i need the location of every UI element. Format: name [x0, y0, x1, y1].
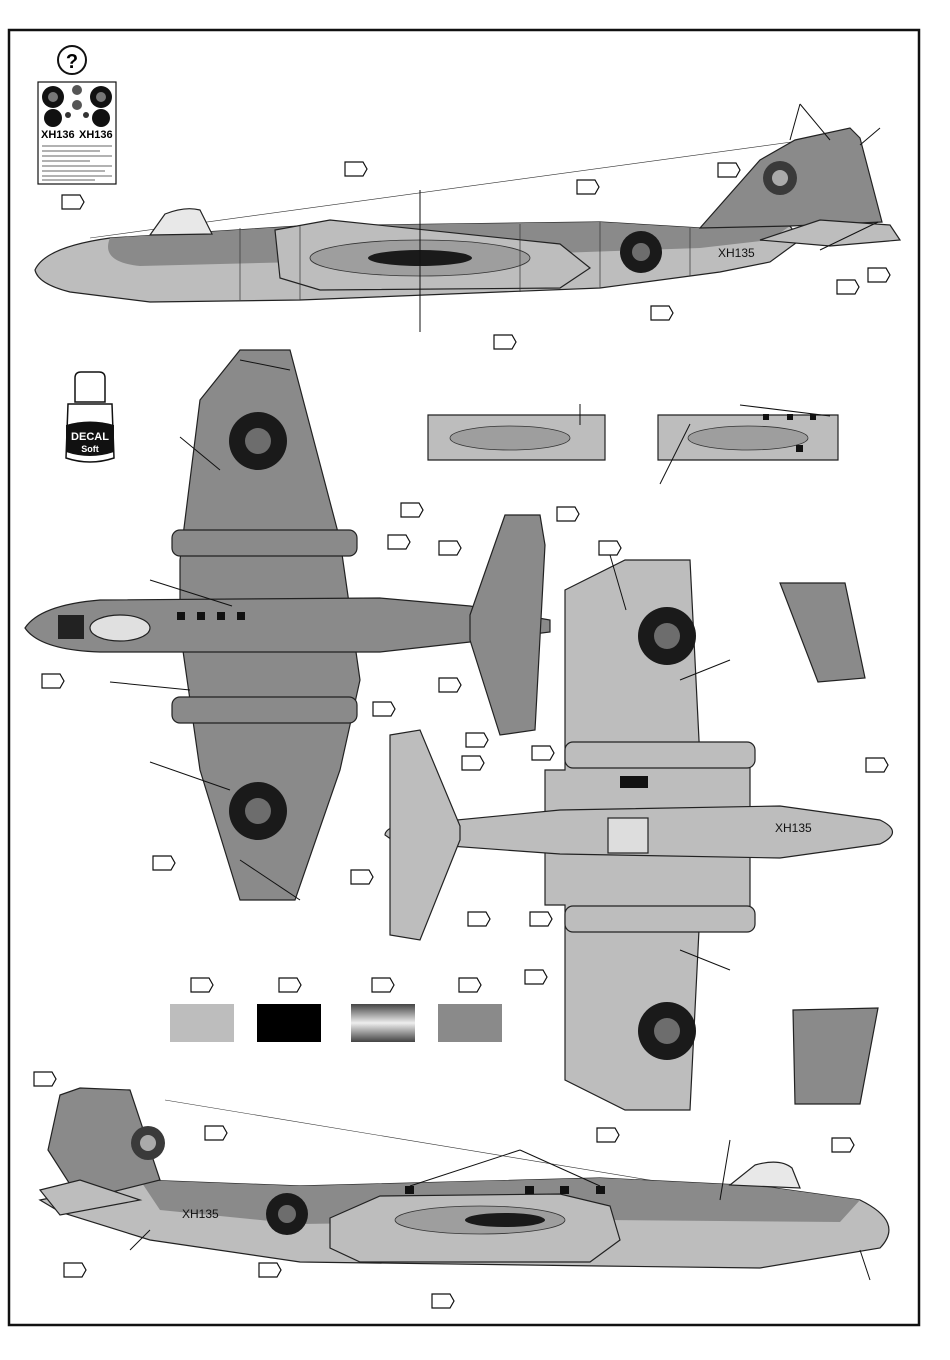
- roundel-icon: [229, 782, 287, 840]
- reference-flag-icon: [372, 978, 394, 992]
- detail-strip-left: [428, 415, 605, 460]
- swatch-medium-grey: [438, 1004, 502, 1042]
- fin-detail-bottom: [793, 1008, 878, 1104]
- roundel-icon: [620, 231, 662, 273]
- serial-side-port: XH135: [182, 1207, 219, 1221]
- decal-soft-bottle-icon: DECAL Soft: [66, 372, 114, 462]
- squadron-badge-icon: [131, 1126, 165, 1160]
- help-symbol: ?: [66, 51, 78, 73]
- squadron-badge-icon: [763, 161, 797, 195]
- swatch-metallic-silver: [351, 1004, 415, 1042]
- serial-side-starboard: XH135: [718, 246, 755, 260]
- reference-flag-icon: [191, 978, 213, 992]
- roundel-icon: [638, 607, 696, 665]
- reference-flag-icon: [279, 978, 301, 992]
- decal-soft-label-line2: Soft: [81, 444, 99, 454]
- decal-serial-left: XH136: [41, 129, 75, 141]
- roundel-icon: [638, 1002, 696, 1060]
- side-view-port: XH135: [40, 1088, 889, 1268]
- swatch-light-grey: [170, 1004, 234, 1042]
- detail-strip-right: [658, 414, 838, 460]
- decal-serial-right: XH136: [79, 129, 113, 141]
- roundel-icon: [229, 412, 287, 470]
- reference-flag-icon: [459, 978, 481, 992]
- decal-sheet-thumbnail: XH136 XH136: [38, 82, 116, 184]
- fin-detail-top: [780, 583, 865, 682]
- side-view-starboard: XH135: [35, 128, 900, 302]
- serial-underside: XH135: [775, 821, 812, 835]
- decal-soft-label-line1: DECAL: [71, 431, 109, 443]
- roundel-icon: [266, 1193, 308, 1235]
- color-swatch-row: [170, 978, 502, 1042]
- swatch-black: [257, 1004, 321, 1042]
- help-icon: ?: [58, 46, 86, 74]
